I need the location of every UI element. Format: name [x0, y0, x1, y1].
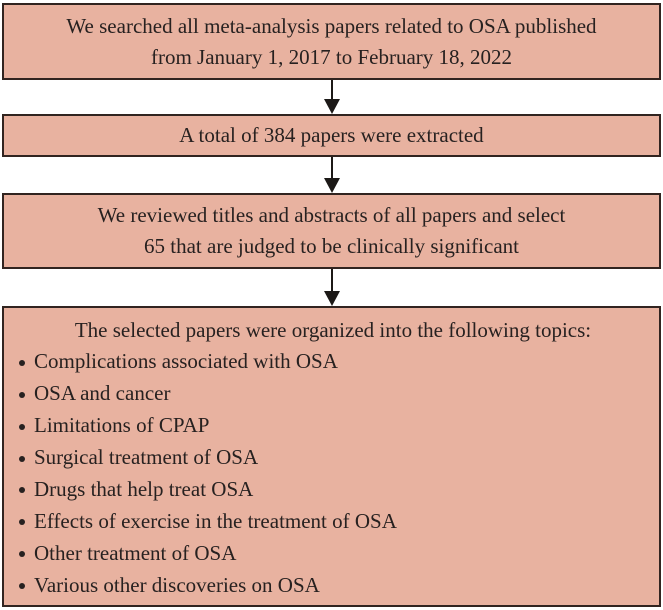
bullet-icon — [19, 487, 25, 494]
topic-item: Limitations of CPAP — [17, 410, 649, 442]
flow-box-reviewed-line-1: We reviewed titles and abstracts of all … — [97, 203, 566, 227]
bullet-icon — [19, 391, 25, 398]
topic-item: OSA and cancer — [17, 378, 649, 410]
flow-box-search: We searched all meta-analysis papers rel… — [2, 3, 661, 80]
flow-box-search-line-1: We searched all meta-analysis papers rel… — [66, 13, 597, 38]
topic-item-label: Limitations of CPAP — [34, 413, 210, 438]
topic-item: Complications associated with OSA — [17, 346, 649, 378]
down-arrow-1 — [0, 80, 663, 114]
flow-box-reviewed: We reviewed titles and abstracts of all … — [2, 193, 661, 269]
arrow-down-icon — [323, 291, 340, 306]
topic-item-label: Other treatment of OSA — [34, 540, 237, 565]
arrow-stem — [330, 157, 333, 179]
topic-item-label: Effects of exercise in the treatment of … — [34, 508, 397, 533]
bullet-icon — [19, 359, 25, 366]
topics-heading: The selected papers were organized into … — [74, 318, 592, 342]
down-arrow-3 — [0, 269, 663, 306]
topic-item: Effects of exercise in the treatment of … — [17, 505, 649, 537]
arrow-down-icon — [323, 99, 340, 114]
down-arrow-2 — [0, 157, 663, 193]
topic-item-label: Drugs that help treat OSA — [34, 476, 254, 501]
bullet-icon — [19, 519, 25, 526]
flow-box-search-line-2: from January 1, 2017 to February 18, 202… — [150, 44, 513, 69]
bullet-icon — [19, 583, 25, 590]
topic-item: Other treatment of OSA — [17, 537, 649, 569]
flow-box-reviewed-line-2: 65 that are judged to be clinically sign… — [144, 234, 519, 258]
topic-item: Surgical treatment of OSA — [17, 442, 649, 474]
flow-box-extracted: A total of 384 papers were extracted — [2, 114, 661, 157]
topic-item-label: Various other discoveries on OSA — [34, 572, 320, 597]
arrow-stem — [330, 80, 333, 100]
bullet-icon — [19, 551, 25, 558]
topic-item-label: OSA and cancer — [34, 381, 171, 406]
bullet-icon — [19, 423, 25, 430]
flow-box-topics: The selected papers were organized into … — [2, 306, 661, 607]
topic-item-label: Surgical treatment of OSA — [34, 445, 259, 470]
bullet-icon — [19, 455, 25, 462]
flow-box-extracted-line-1: A total of 384 papers were extracted — [179, 123, 484, 147]
topic-item: Various other discoveries on OSA — [17, 569, 649, 601]
arrow-down-icon — [323, 178, 340, 193]
topic-item-label: Complications associated with OSA — [34, 349, 338, 374]
arrow-stem — [330, 269, 333, 292]
topic-item: Drugs that help treat OSA — [17, 474, 649, 506]
